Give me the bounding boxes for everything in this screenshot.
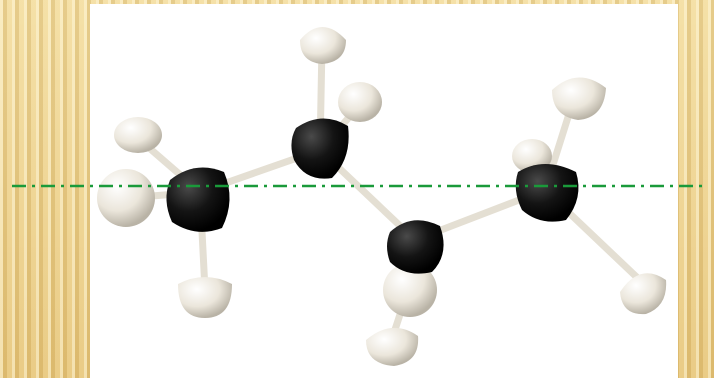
- hydrogen-atom: [552, 77, 606, 120]
- hydrogen-atom: [338, 82, 382, 122]
- hydrogen-atom: [97, 169, 155, 227]
- carbon-atom: [515, 164, 579, 222]
- hydrogen-atom: [366, 327, 419, 366]
- hydrogen-atom: [300, 27, 346, 64]
- carbon-atom: [291, 118, 349, 179]
- carbon-atom: [387, 220, 444, 274]
- hydrogen-atoms: [97, 27, 667, 366]
- hydrogen-atom: [178, 277, 232, 318]
- hydrogen-atom: [620, 273, 667, 315]
- carbon-atom: [166, 167, 230, 232]
- hydrogen-atom: [383, 263, 437, 317]
- hydrogen-atom: [114, 117, 162, 153]
- carbon-atoms: [166, 118, 579, 274]
